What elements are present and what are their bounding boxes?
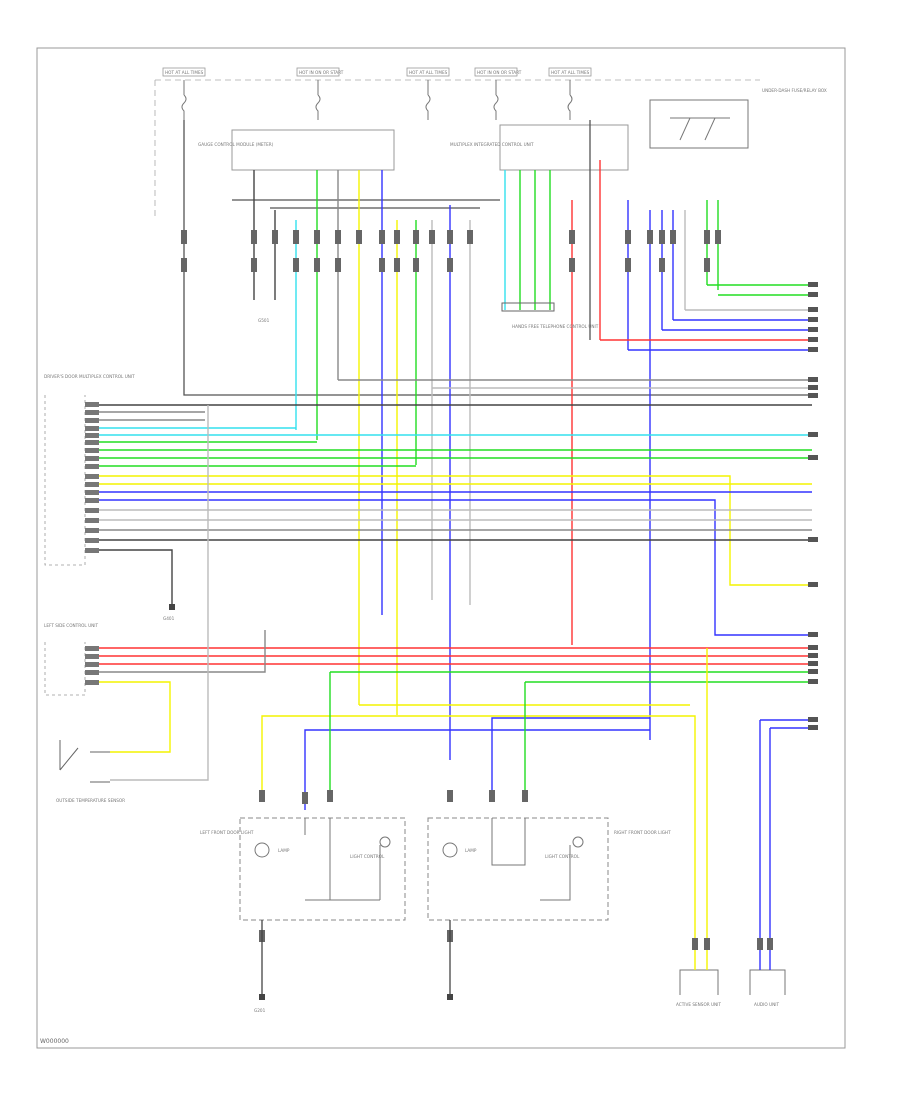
connector-2-label: AUDIO UNIT	[754, 1002, 779, 1007]
lamp-left-module	[239, 817, 406, 921]
right-edge-terminals	[808, 282, 818, 398]
connector-2-box	[749, 969, 786, 995]
horizontal-wire-bundle-1	[90, 404, 812, 636]
relay-switch-icon	[670, 117, 730, 141]
bottom-connector-wires	[694, 950, 771, 970]
right-edge-terminals-2	[808, 432, 818, 730]
lamp-left-internals	[254, 818, 391, 901]
lamp-right-internals	[442, 818, 584, 901]
sensor-switch-icon	[59, 740, 110, 783]
fuse-taps	[162, 67, 592, 77]
fuse-label-2: HOT IN ON OR START	[299, 70, 344, 75]
bottom-connector-pins	[692, 938, 773, 950]
fuse-label-3: HOT AT ALL TIMES	[409, 70, 448, 75]
lamp-right-text-2: LIGHT CONTROL	[545, 854, 580, 859]
module-right-label: MULTIPLEX INTEGRATED CONTROL UNIT	[450, 142, 534, 147]
side-block-1-pins	[85, 402, 99, 553]
fuse-symbols	[181, 80, 573, 120]
module-left-label: GAUGE CONTROL MODULE (METER)	[198, 142, 274, 147]
relay-box	[649, 99, 749, 149]
lamp-right-label: RIGHT FRONT DOOR LIGHT	[614, 830, 671, 835]
side-block-2-label: LEFT SIDE CONTROL UNIT	[44, 623, 99, 628]
ground-g401-label: G401	[163, 616, 175, 621]
side-block-1	[44, 395, 86, 566]
lower-wire-routing	[110, 405, 771, 940]
lamp-connector-pins	[259, 790, 528, 942]
connector-1-box	[679, 969, 719, 995]
ground-g201-dot-right	[447, 994, 453, 1000]
lamp-left-label: LEFT FRONT DOOR LIGHT	[200, 830, 254, 835]
module-left-upper	[231, 129, 395, 171]
fuse-label-1: HOT AT ALL TIMES	[165, 70, 204, 75]
hands-free-connector	[501, 302, 555, 312]
side-block-2	[44, 642, 86, 696]
upper-wire-group	[253, 160, 719, 760]
connector-1-label: ACTIVE SENSOR UNIT	[676, 1002, 721, 1007]
side-block-2-pins	[85, 646, 99, 685]
lamp-left-text-2: LIGHT CONTROL	[350, 854, 385, 859]
module-right-upper	[499, 124, 629, 171]
sensor-switch-label: OUTSIDE TEMPERATURE SENSOR	[56, 798, 125, 803]
fuse-label-4: HOT IN ON OR START	[477, 70, 522, 75]
bottom-ground-wires	[261, 920, 451, 995]
ground-upper-label: G501	[258, 318, 270, 323]
side-block-1-label: DRIVER'S DOOR MULTIPLEX CONTROL UNIT	[44, 374, 135, 379]
lamp-right-text-1: LAMP	[465, 848, 477, 853]
figure-code: W000000	[40, 1038, 69, 1045]
diagram-frame	[36, 47, 846, 1049]
lamp-left-text-1: LAMP	[278, 848, 290, 853]
upper-connector-pins	[181, 230, 721, 272]
fuse-box-dashed-border	[154, 79, 760, 220]
ground-g401-dot	[169, 604, 175, 610]
main-harness-outline	[183, 120, 812, 396]
ground-g201-dot-left	[259, 994, 265, 1000]
lamp-right-module	[427, 817, 609, 921]
horizontal-wire-bundle-2	[90, 630, 812, 940]
upper-right-wires	[338, 284, 812, 389]
hands-free-label: HANDS FREE TELEPHONE CONTROL UNIT	[512, 324, 599, 329]
bottom-ground-label: G201	[254, 1008, 266, 1013]
relay-box-label: UNDER-DASH FUSE/RELAY BOX	[762, 88, 827, 93]
fuse-label-5: HOT AT ALL TIMES	[551, 70, 590, 75]
